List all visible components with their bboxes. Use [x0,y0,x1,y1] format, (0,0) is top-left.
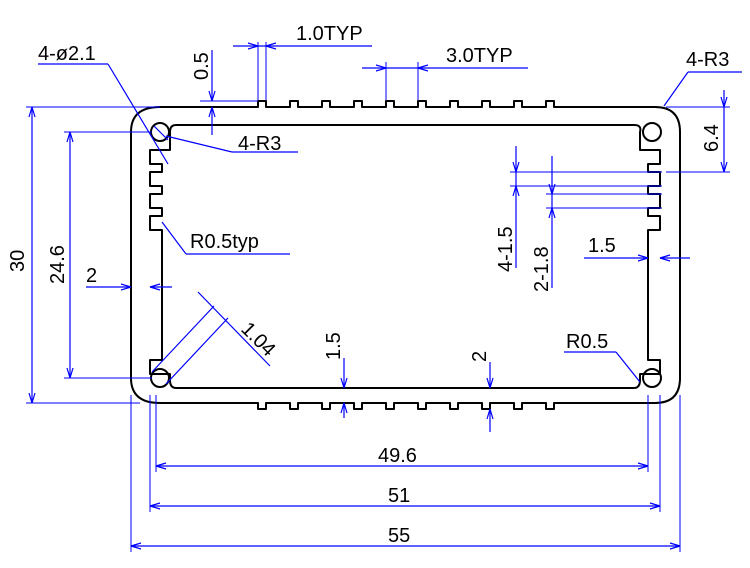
label-total-height: 30 [7,250,29,272]
dimension-lines [26,42,742,552]
screw-hole-top-right [642,122,662,142]
label-middle-width: 51 [388,485,410,507]
dimension-labels: 4-ø2.1 1.0TYP 0.5 3.0TYP 4-R3 4-R3 6.4 R… [7,23,729,547]
label-corner-fillet: R0.5 [566,331,608,353]
inner-profile [149,124,661,389]
outer-profile [130,100,681,410]
screw-hole-bottom-right [642,368,662,388]
label-groove-depth: 0.5 [191,52,213,80]
label-bottom-wall: 1.5 [323,332,345,360]
label-slot-fillet: R0.5typ [190,231,259,253]
label-groove-pitch: 3.0TYP [446,45,513,67]
screw-hole-bottom-left [150,368,170,388]
label-corner-web: 1.04 [236,318,279,361]
label-groove-width: 1.0TYP [296,23,363,45]
label-rail-depth: 1.5 [588,235,616,257]
label-bottom-groove: 2 [469,351,491,362]
profile-outline [130,100,681,410]
label-hole-dia: 4-ø2.1 [38,43,96,65]
label-slot-width: 2-1.8 [531,246,553,292]
label-outer-radius: 4-R3 [686,49,729,71]
label-inner-radius: 4-R3 [238,133,281,155]
label-total-width: 55 [388,525,410,547]
label-slot-pos: 6.4 [701,124,723,152]
label-inner-width: 49.6 [378,445,417,467]
label-slot-depth: 4-1.5 [495,226,517,272]
label-inner-height: 24.6 [47,245,69,284]
label-side-wall: 2 [86,265,97,287]
